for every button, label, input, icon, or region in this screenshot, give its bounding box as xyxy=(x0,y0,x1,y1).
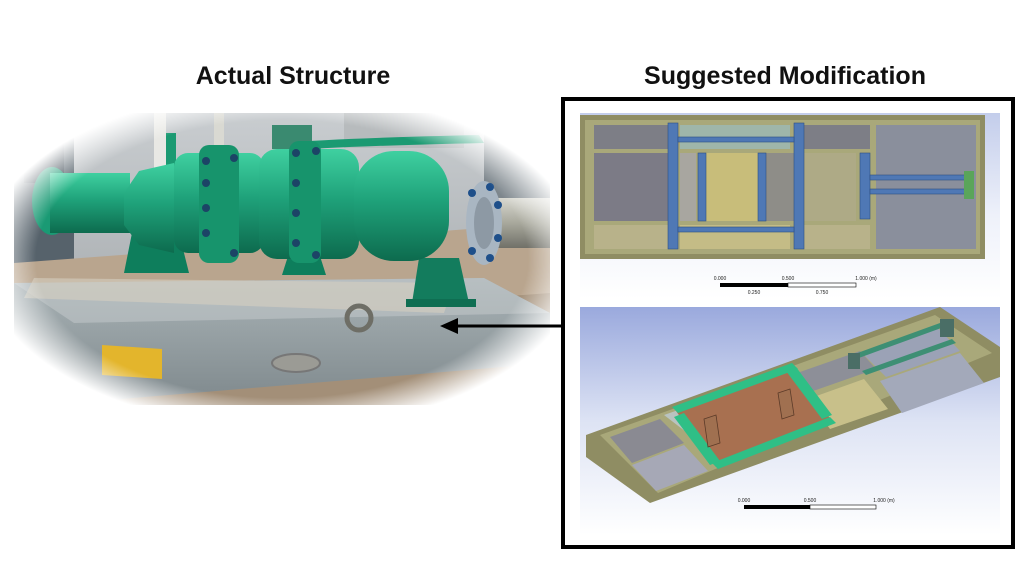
small-pipe xyxy=(166,133,176,188)
floor-hatch xyxy=(271,353,321,373)
cad-plan-view: 0.000 0.500 1.000 (m) 0.250 0.750 xyxy=(580,113,1000,299)
iso-end-bracket xyxy=(940,319,954,337)
pump-casing-right xyxy=(354,151,449,261)
plan-panel-right xyxy=(876,125,976,249)
skid-deck xyxy=(24,278,454,313)
iso-scale-bar: 0.000 0.500 1.000 (m) xyxy=(738,498,895,510)
suggested-modification-heading: Suggested Modification xyxy=(644,62,926,90)
scale-label: 0.750 xyxy=(816,290,829,296)
plan-blue-beams xyxy=(667,122,967,250)
pump-support-right xyxy=(412,258,469,303)
scale-label: 1.000 (m) xyxy=(873,498,895,504)
motor-body xyxy=(50,173,130,233)
scale-label: 0.000 xyxy=(738,498,751,504)
pump-photo-illustration xyxy=(14,113,550,405)
actual-structure-photo xyxy=(14,113,550,405)
plan-support-bracket xyxy=(964,171,974,199)
scale-label: 0.500 xyxy=(804,498,817,504)
plan-scale-bar: 0.000 0.500 1.000 (m) 0.250 0.750 xyxy=(714,276,877,296)
scale-label: 1.000 (m) xyxy=(855,276,877,282)
flange-bolts xyxy=(202,147,320,259)
outlet-flange-bolts xyxy=(468,183,502,262)
iso-green-straps xyxy=(672,363,836,469)
suggested-modification-frame: 0.000 0.500 1.000 (m) 0.250 0.750 xyxy=(561,97,1015,549)
actual-structure-heading: Actual Structure xyxy=(195,62,391,90)
yellow-label-plate xyxy=(102,345,162,379)
casing-flange-middle xyxy=(289,141,321,263)
lifting-ring xyxy=(344,303,374,333)
iso-beams xyxy=(852,323,956,375)
iso-panel-right xyxy=(880,353,984,413)
outlet-pipe xyxy=(494,198,550,248)
cad-isometric-view: 0.000 0.500 1.000 (m) xyxy=(580,307,1000,535)
iso-pump-brackets xyxy=(703,388,795,448)
iso-panel xyxy=(632,445,708,491)
arrow-head-icon xyxy=(440,318,458,334)
plan-panel xyxy=(594,125,674,149)
green-tube xyxy=(279,135,484,151)
scale-label: 0.250 xyxy=(748,290,761,296)
scale-label: 0.500 xyxy=(782,276,795,282)
scale-label: 0.000 xyxy=(714,276,727,282)
plan-panel-yellow xyxy=(700,153,760,221)
pointer-arrow xyxy=(440,316,562,336)
